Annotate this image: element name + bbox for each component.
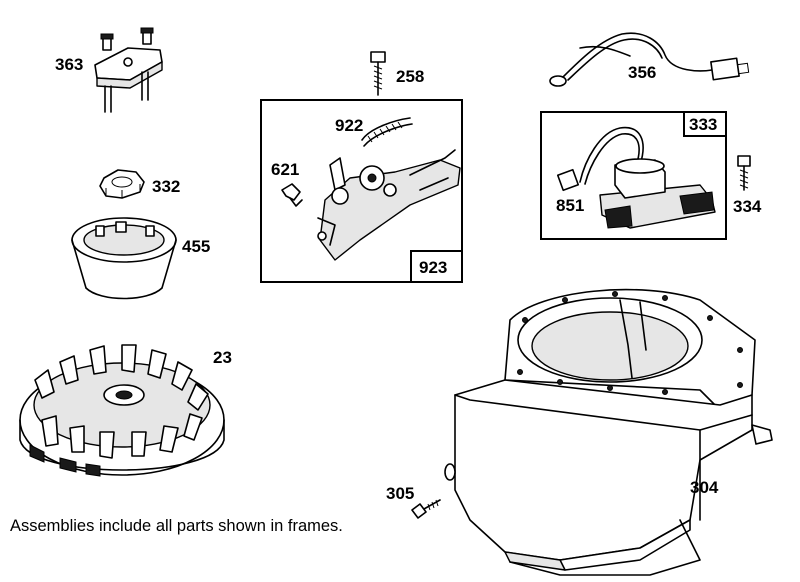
label-356: 356 <box>628 63 656 82</box>
part-258-screw <box>370 51 386 96</box>
part-363-bracket <box>94 27 163 113</box>
label-455: 455 <box>182 237 210 256</box>
label-304: 304 <box>690 478 719 497</box>
label-923: 923 <box>419 258 447 277</box>
label-363: 363 <box>55 55 83 74</box>
label-333: 333 <box>689 115 717 134</box>
part-922-spring <box>361 117 413 147</box>
part-455-cup <box>71 217 177 300</box>
label-621: 621 <box>271 160 299 179</box>
part-334-screw <box>737 155 751 191</box>
frame-333 <box>540 111 727 240</box>
part-356-wire <box>549 32 750 87</box>
label-851: 851 <box>556 196 584 215</box>
part-305-screw <box>411 499 441 519</box>
ignition-armature <box>556 126 716 229</box>
part-332-nut <box>99 169 145 199</box>
part-23-flywheel <box>19 344 225 477</box>
label-334: 334 <box>733 197 762 216</box>
label-305: 305 <box>386 484 414 503</box>
governor-assembly <box>317 149 461 261</box>
label-23: 23 <box>213 348 232 367</box>
part-304-housing <box>444 288 773 576</box>
label-922: 922 <box>335 116 363 135</box>
part-621-clip <box>281 183 303 207</box>
frame-923 <box>260 99 463 283</box>
label-332: 332 <box>152 177 180 196</box>
footnote: Assemblies include all parts shown in fr… <box>10 517 343 535</box>
label-258: 258 <box>396 67 424 86</box>
